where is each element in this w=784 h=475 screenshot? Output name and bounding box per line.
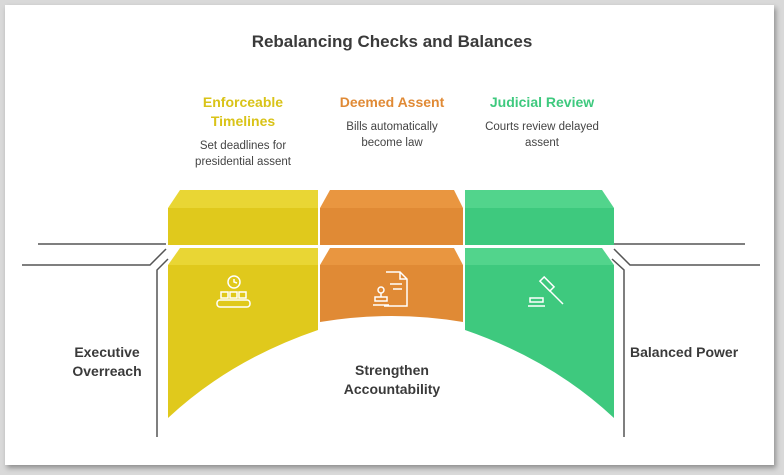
column-desc-enforceable-timelines: Set deadlines for presidential assent — [168, 138, 318, 170]
left-ground-line — [22, 248, 167, 266]
column-title-line: Deemed Assent — [339, 94, 445, 110]
left-label-line: Overreach — [72, 363, 142, 379]
left-cliff-wall — [156, 258, 169, 437]
left-label-executive-overreach: Executive Overreach — [62, 343, 152, 381]
right-label-balanced-power: Balanced Power — [630, 343, 760, 362]
column-desc-line: presidential assent — [195, 156, 291, 168]
column-title-line: Judicial Review — [489, 94, 595, 110]
center-label-line: Accountability — [343, 381, 441, 397]
column-desc-line: Set deadlines for — [199, 140, 287, 152]
column-desc-line: Courts review delayed — [485, 121, 599, 133]
arch-block-3 — [465, 248, 614, 418]
left-cliff — [22, 243, 169, 437]
column-desc-line: become law — [361, 137, 423, 149]
right-ground-line — [613, 248, 760, 266]
column-desc-deemed-assent: Bills automatically become law — [318, 119, 466, 151]
column-title-line: Enforceable — [202, 94, 284, 110]
column-title-enforceable-timelines: Enforceable Timelines — [168, 93, 318, 131]
right-label-line: Balanced Power — [630, 344, 739, 360]
arch-block-1 — [168, 248, 318, 418]
column-title-line: Timelines — [210, 113, 276, 129]
column-desc-judicial-review: Courts review delayed assent — [462, 119, 622, 151]
right-cliff — [611, 243, 760, 437]
center-label-strengthen-accountability: Strengthen Accountability — [318, 361, 466, 399]
deck-block-1 — [168, 190, 318, 245]
right-cliff-wall — [611, 258, 625, 437]
column-title-deemed-assent: Deemed Assent — [318, 93, 466, 112]
left-label-line: Executive — [74, 344, 140, 360]
gavel-icon — [528, 275, 564, 307]
conveyor-clock-icon — [216, 275, 251, 308]
center-label-line: Strengthen — [355, 362, 429, 378]
diagram-title: Rebalancing Checks and Balances — [251, 32, 533, 51]
column-desc-line: Bills automatically — [346, 121, 438, 133]
document-stamp-icon — [373, 271, 408, 307]
deck-block-3 — [465, 190, 614, 245]
arch-block-2 — [320, 248, 463, 322]
column-title-judicial-review: Judicial Review — [462, 93, 622, 112]
deck-block-2 — [320, 190, 463, 245]
column-desc-line: assent — [525, 137, 559, 149]
